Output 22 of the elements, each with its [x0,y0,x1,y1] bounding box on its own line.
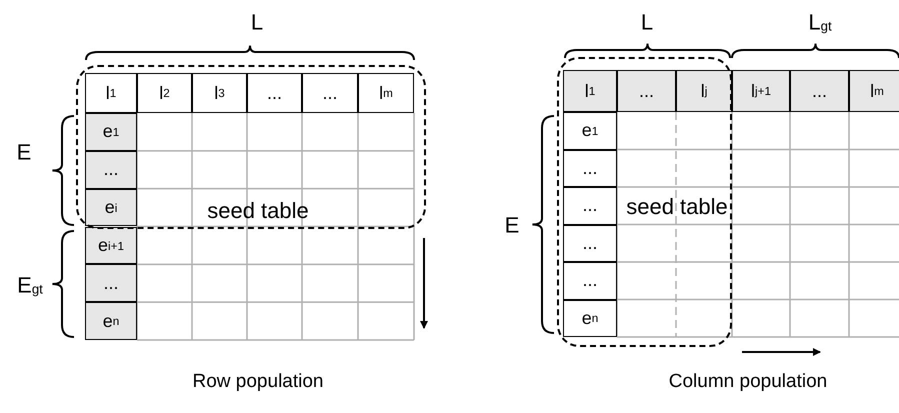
axis-label: L [640,8,654,36]
axis-label: E$_{gt}$ [17,272,43,300]
axis-label: E [16,138,32,166]
axis-label: L [250,8,264,36]
region-label: seed table [625,193,729,221]
header-cell: ... [790,70,849,112]
row-cell: ... [563,187,617,224]
dashed-region [557,57,732,347]
axis-label: L$_{gt}$ [808,8,832,36]
row-cell: ... [563,224,617,262]
row-cell: ... [85,264,137,302]
row-cell: ... [563,262,617,300]
header-cell: ... [302,73,358,113]
header-cell: ... [247,73,302,113]
caption: Column population [668,370,828,394]
region-label: seed table [206,197,310,225]
row-cell: ... [85,150,137,189]
caption: Row population [192,370,324,394]
dashed-region [76,65,426,229]
axis-label: E [504,212,520,240]
row-cell: ... [563,150,617,187]
header-cell: ... [617,70,676,112]
